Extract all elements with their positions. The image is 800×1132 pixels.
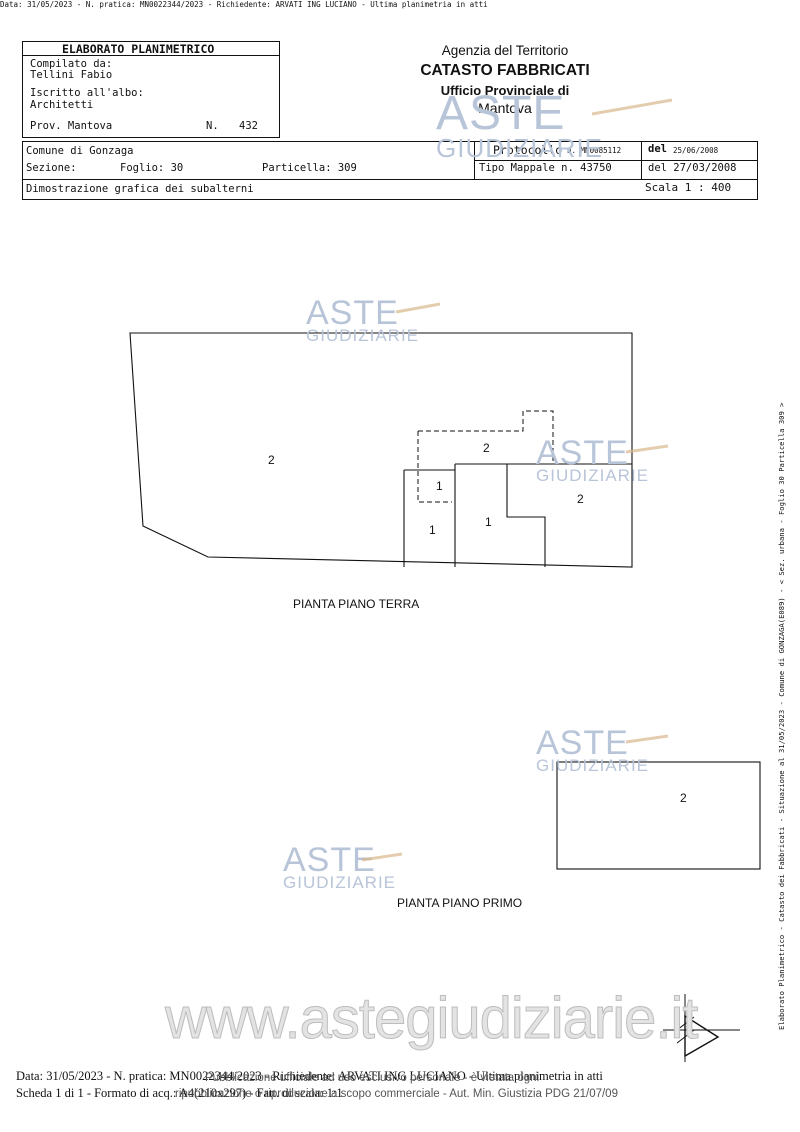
sezione-label: Sezione: [26, 162, 77, 174]
subunit-label: 2 [268, 453, 275, 467]
ground-floor-label: PIANTA PIANO TERRA [293, 597, 420, 611]
compilato-value: Tellini Fabio [30, 69, 113, 81]
particella-label: Particella: 309 [262, 162, 357, 174]
form-box [22, 41, 280, 138]
subunit-label: 2 [680, 791, 687, 805]
compilato-label: Compilato da: [30, 58, 113, 70]
subunit-label: 1 [485, 515, 492, 529]
subunit-label: 2 [577, 492, 584, 506]
albo-value: Architetti [30, 99, 94, 111]
tipo-mappale-date: del 27/03/2008 [648, 162, 737, 174]
first-floor-label: PIANTA PIANO PRIMO [397, 896, 523, 910]
agency-catasto: CATASTO FABBRICATI [420, 62, 590, 79]
protocollo-number: n. MN0085112 [567, 146, 622, 155]
comune-label: Comune di Gonzaga [26, 145, 134, 157]
protocollo-label: Protocollo [493, 143, 563, 157]
n-value: 432 [239, 120, 258, 132]
subunit-label: 1 [436, 479, 443, 493]
n-label: N. [206, 120, 219, 132]
info-box [22, 141, 758, 200]
tipo-mappale: Tipo Mappale n. 43750 [479, 162, 612, 174]
form-title-divider [22, 55, 279, 56]
footer-overlay-1: Pubblicazione ufficiale ad uso esclusivo… [205, 1072, 540, 1084]
north-arrow-icon [663, 994, 740, 1062]
protocollo-del: del [648, 143, 667, 155]
subunit-label: 2 [483, 441, 490, 455]
protocollo-date: 25/06/2008 [673, 146, 719, 155]
form-title: ELABORATO PLANIMETRICO [62, 42, 215, 56]
site-watermark: www.astegiudiziarie.it [164, 986, 698, 1052]
first-floor-outline [556, 761, 761, 870]
agency-ufficio: Ufficio Provinciale di [440, 83, 570, 98]
prov-label: Prov. Mantova [30, 120, 113, 132]
subunit-label: 1 [429, 523, 436, 537]
dashed-outline [418, 410, 554, 464]
info-divider [22, 179, 757, 180]
header-line: Data: 31/05/2023 - N. pratica: MN0022344… [0, 0, 488, 9]
dimostrazione-label: Dimostrazione grafica dei subalterni [26, 183, 254, 195]
footer-line-2: Scheda 1 di 1 - Formato di acq.: A4(210x… [16, 1086, 343, 1100]
albo-label: Iscritto all'albo: [30, 87, 144, 99]
unit-mid-right [506, 464, 546, 567]
footer-overlay-2: ripubblicazione o riproduzione a scopo c… [175, 1088, 618, 1100]
agency-name: Agenzia del Territorio [441, 43, 569, 58]
scala-label: Scala 1 : 400 [645, 181, 732, 194]
info-row-divider [474, 160, 757, 161]
footer-line-1: Data: 31/05/2023 - N. pratica: MN0022344… [16, 1069, 603, 1083]
ground-floor-outline [129, 332, 633, 568]
foglio-label: Foglio: 30 [120, 162, 184, 174]
agency-city: Mantova [478, 100, 532, 116]
